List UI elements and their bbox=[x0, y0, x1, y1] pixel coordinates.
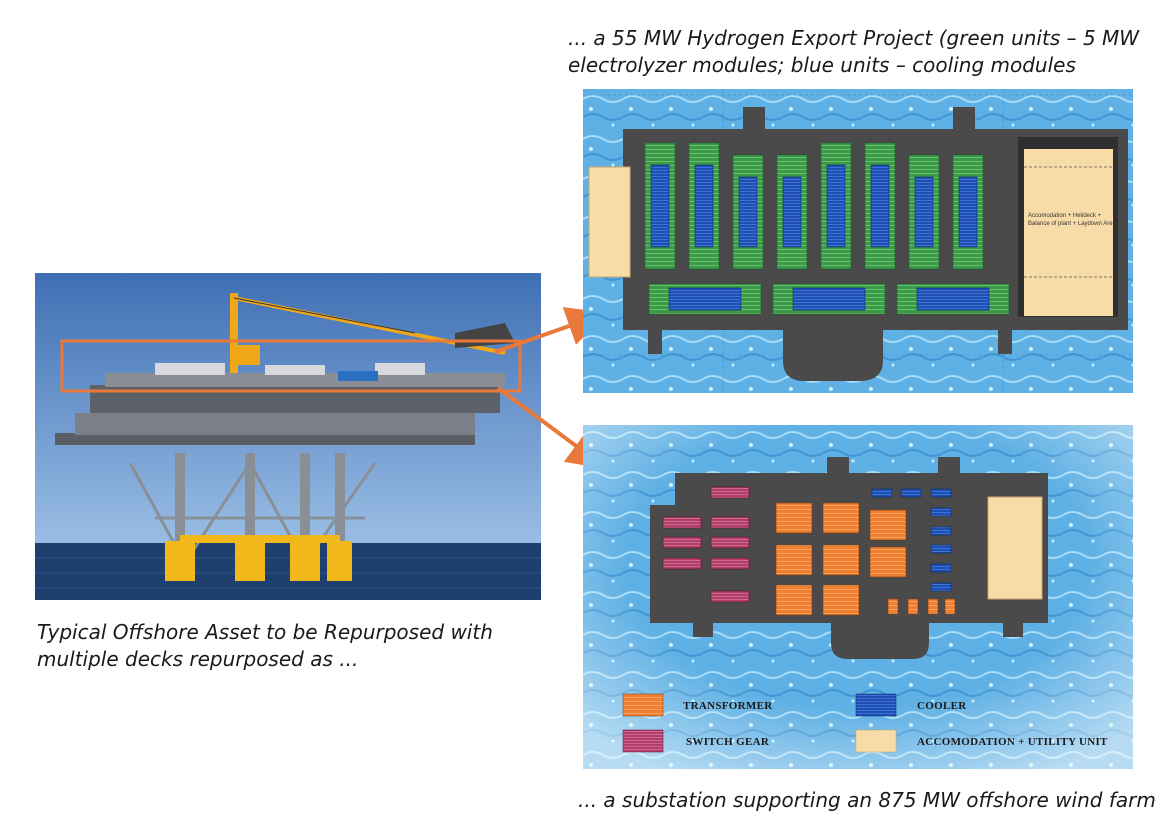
transformer-unit bbox=[775, 502, 813, 534]
small-transformer-unit bbox=[887, 598, 899, 615]
transformer-unit bbox=[822, 502, 860, 534]
legend-cooler-swatch bbox=[855, 693, 897, 717]
transformer-unit bbox=[822, 584, 860, 616]
legend-cooler-label: COOLER bbox=[917, 700, 967, 712]
cooler-units bbox=[871, 488, 952, 592]
transformer-unit bbox=[869, 509, 907, 541]
substation-plan: TRANSFORMER SWITCH GEAR COOLER ACCOMODAT… bbox=[583, 425, 1133, 769]
long-cooling-module bbox=[916, 287, 990, 311]
switch-gear-unit bbox=[662, 516, 702, 529]
switch-gear-unit bbox=[662, 536, 702, 549]
cooler-unit bbox=[930, 563, 952, 573]
legend-switch-gear-swatch bbox=[622, 729, 664, 753]
transformer-unit bbox=[822, 544, 860, 576]
cooling-module bbox=[958, 176, 978, 248]
left-utility-block bbox=[588, 166, 631, 278]
cooling-module bbox=[826, 164, 846, 248]
switch-gear-units bbox=[662, 486, 750, 603]
cooling-module bbox=[738, 176, 758, 248]
cooling-module bbox=[870, 164, 890, 248]
switch-gear-unit bbox=[710, 590, 750, 603]
substation-accommodation-unit bbox=[987, 496, 1043, 600]
transformer-unit bbox=[775, 584, 813, 616]
small-transformer-unit bbox=[927, 598, 939, 615]
cooler-unit bbox=[930, 544, 952, 554]
cooler-unit bbox=[900, 488, 922, 498]
accommodation-helideck-area bbox=[1024, 149, 1113, 316]
long-cooling-module bbox=[668, 287, 742, 311]
cooler-unit bbox=[930, 488, 952, 498]
legend-transformer-label: TRANSFORMER bbox=[683, 700, 773, 712]
cooler-unit bbox=[930, 582, 952, 592]
area-label-line2: Balance of plant + Laydown Area bbox=[1028, 221, 1117, 227]
switch-gear-unit bbox=[710, 516, 750, 529]
hydrogen-caption-line1: ... a 55 MW Hydrogen Export Project (gre… bbox=[568, 26, 1140, 50]
legend-accommodation-label: ACCOMODATION + UTILITY UNIT bbox=[917, 736, 1108, 748]
small-transformer-unit bbox=[907, 598, 919, 615]
switch-gear-unit bbox=[710, 486, 750, 499]
switch-gear-unit bbox=[662, 557, 702, 570]
cooler-unit bbox=[930, 526, 952, 536]
small-transformer-unit bbox=[944, 598, 956, 615]
cooling-module bbox=[782, 176, 802, 248]
switch-gear-unit bbox=[710, 536, 750, 549]
transformer-unit bbox=[775, 544, 813, 576]
hydrogen-caption-line2: electrolyzer modules; blue units – cooli… bbox=[568, 53, 1076, 77]
cooling-module-row bbox=[648, 283, 1010, 315]
electrolyzer-modules bbox=[644, 142, 984, 270]
arrow-to-hydrogen-plan bbox=[494, 307, 608, 354]
arrow-to-substation-plan bbox=[496, 386, 608, 470]
transformer-unit bbox=[869, 546, 907, 578]
asset-caption-line1: Typical Offshore Asset to be Repurposed … bbox=[37, 620, 493, 644]
small-transformer-units bbox=[887, 598, 956, 615]
hydrogen-plan: Accomodation + Helideck + Balance of pla… bbox=[583, 89, 1133, 393]
switch-gear-unit bbox=[710, 557, 750, 570]
long-cooling-module bbox=[792, 287, 866, 311]
substation-legend: TRANSFORMER SWITCH GEAR COOLER ACCOMODAT… bbox=[622, 693, 1108, 753]
legend-accommodation-swatch bbox=[855, 729, 897, 753]
substation-caption: ... a substation supporting an 875 MW of… bbox=[578, 788, 1156, 812]
legend-transformer-swatch bbox=[622, 693, 664, 717]
cooler-unit bbox=[930, 507, 952, 517]
transformer-units bbox=[775, 502, 907, 616]
cooling-module bbox=[914, 176, 934, 248]
cooling-module bbox=[694, 164, 714, 248]
legend-switch-gear-label: SWITCH GEAR bbox=[686, 736, 770, 748]
asset-caption-line2: multiple decks repurposed as ... bbox=[37, 647, 359, 671]
offshore-platform-photo bbox=[35, 273, 541, 600]
cooling-module bbox=[650, 164, 670, 248]
area-label-line1: Accomodation + Helideck + bbox=[1028, 213, 1102, 219]
cooler-unit bbox=[871, 488, 893, 498]
